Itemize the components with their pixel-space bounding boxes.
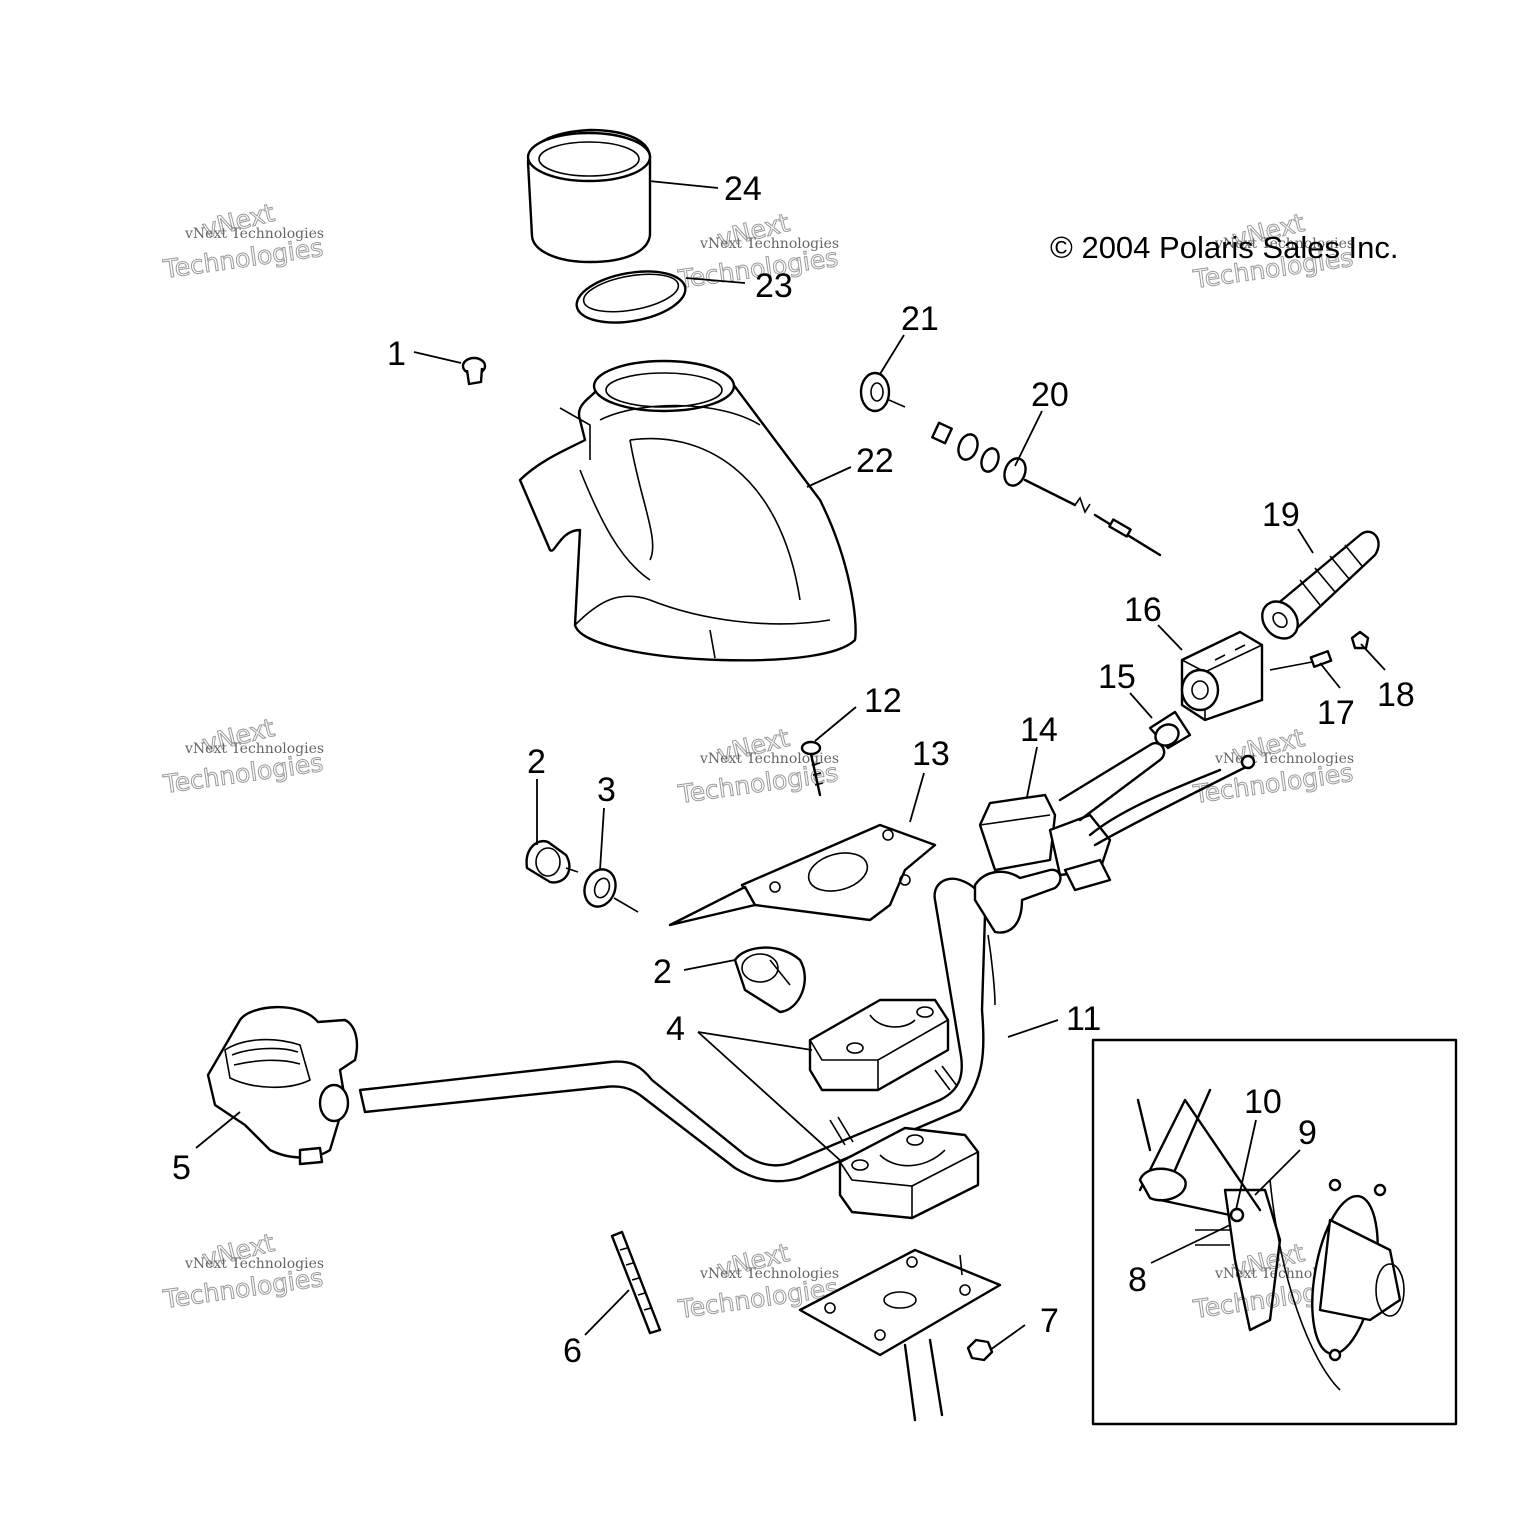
callout-22: 22 bbox=[856, 442, 894, 480]
watermark-small-line: vNext Technologies bbox=[699, 236, 839, 252]
grip-icon bbox=[1261, 530, 1380, 640]
callout-13: 13 bbox=[912, 735, 950, 773]
screw-icon bbox=[1269, 650, 1333, 671]
switch-icon bbox=[733, 946, 806, 1014]
callout-20: 20 bbox=[1031, 376, 1069, 414]
switch-icon bbox=[525, 839, 579, 884]
screw-icon bbox=[461, 356, 487, 386]
handlebar-pod-cover-icon bbox=[518, 359, 857, 662]
handlebar-clamp-icon bbox=[808, 998, 950, 1092]
cap-icon bbox=[1350, 630, 1370, 650]
watermark: vNext vNext Technologies Technologies bbox=[160, 197, 325, 284]
watermark: vNext vNext Technologies Technologies bbox=[160, 1227, 325, 1314]
callout-6: 6 bbox=[563, 1332, 582, 1370]
callout-14: 14 bbox=[1020, 711, 1058, 749]
callout-15: 15 bbox=[1098, 658, 1136, 696]
watermark-small-line: vNext Technologies bbox=[184, 741, 324, 757]
watermark-small-line: vNext Technologies bbox=[184, 226, 324, 242]
bushing-icon bbox=[1148, 710, 1192, 750]
callout-12: 12 bbox=[864, 682, 902, 720]
lock-washer-icon bbox=[859, 371, 906, 413]
callout-19: 19 bbox=[1262, 496, 1300, 534]
brake-master-cylinder-icon bbox=[978, 742, 1256, 892]
leader-lines bbox=[195, 180, 1386, 1351]
ring-bezel-icon bbox=[526, 128, 652, 264]
nut-icon bbox=[966, 1338, 994, 1362]
watermark: vNext vNext Technologies Technologies bbox=[1190, 722, 1355, 809]
mounting-plate-icon bbox=[798, 1248, 1002, 1422]
nut-icon bbox=[583, 868, 639, 913]
callout-24: 24 bbox=[724, 170, 762, 208]
callout-3: 3 bbox=[597, 771, 616, 809]
callout-2-upper: 2 bbox=[527, 743, 546, 781]
callout-9: 9 bbox=[1298, 1114, 1317, 1152]
watermark-small-line: vNext Technologies bbox=[699, 751, 839, 767]
callout-21: 21 bbox=[901, 300, 939, 338]
mounting-bracket-icon bbox=[668, 823, 937, 927]
watermark-small-line: vNext Technologies bbox=[699, 1266, 839, 1282]
callout-labels: 24 23 1 22 21 20 19 18 17 16 15 14 12 13… bbox=[172, 170, 1415, 1370]
brake-assembly-icon bbox=[1136, 1088, 1405, 1391]
callout-10: 10 bbox=[1244, 1083, 1282, 1121]
watermark: vNext vNext Technologies Technologies bbox=[160, 712, 325, 799]
throttle-housing-icon bbox=[206, 1005, 359, 1166]
callout-16: 16 bbox=[1124, 591, 1162, 629]
callout-1: 1 bbox=[387, 335, 406, 373]
callout-7: 7 bbox=[1040, 1302, 1059, 1340]
callout-17: 17 bbox=[1317, 694, 1355, 732]
detail-inset-frame bbox=[1091, 1038, 1458, 1426]
callout-23: 23 bbox=[755, 267, 793, 305]
callout-4: 4 bbox=[666, 1010, 685, 1048]
callout-5: 5 bbox=[172, 1149, 191, 1187]
callout-2-lower: 2 bbox=[653, 953, 672, 991]
handlebar-clamp-icon bbox=[838, 1126, 980, 1220]
watermark-small-line: vNext Technologies bbox=[1214, 236, 1354, 252]
switch-housing-icon bbox=[1180, 630, 1264, 722]
callout-11: 11 bbox=[1066, 1000, 1101, 1038]
callout-18: 18 bbox=[1377, 676, 1415, 714]
watermark: vNext vNext Technologies Technologies bbox=[675, 722, 840, 809]
watermark: vNext vNext Technologies Technologies bbox=[675, 207, 840, 294]
copyright-text: © 2004 Polaris Sales Inc. bbox=[1050, 230, 1399, 265]
gasket-ring-icon bbox=[575, 270, 687, 324]
cable-tie-icon bbox=[610, 1230, 662, 1335]
throttle-cable-icon bbox=[931, 421, 1162, 557]
handlebar-icon bbox=[358, 868, 1062, 1183]
bolt-icon bbox=[800, 740, 824, 797]
callout-8: 8 bbox=[1128, 1261, 1147, 1299]
watermark-small-line: vNext Technologies bbox=[184, 1256, 324, 1272]
watermark-group: vNext vNext Technologies Technologies vN… bbox=[160, 197, 1355, 1324]
